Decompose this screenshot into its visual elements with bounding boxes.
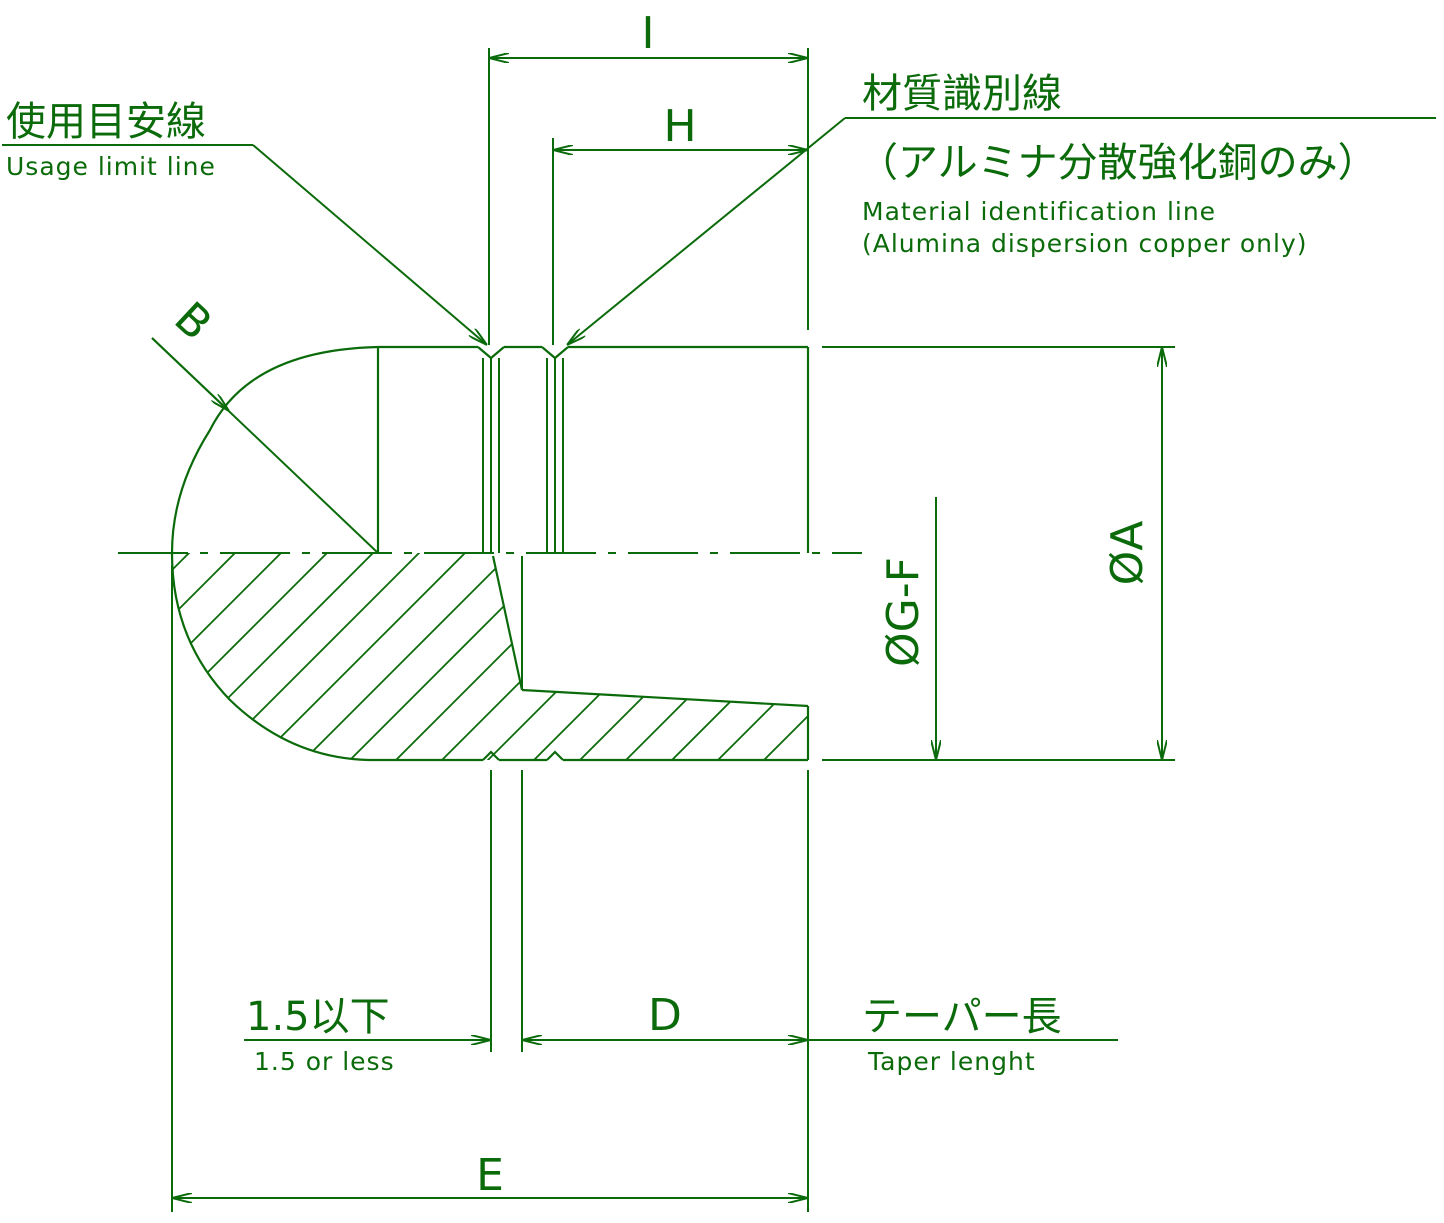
hatch-line [209,553,711,760]
hatch-line [347,553,808,760]
usage-limit-jp: 使用目安線 [6,99,206,145]
hatch-line [393,553,808,760]
hatch-line [171,553,527,760]
tip-outline [170,345,810,762]
label-a: ØA [1102,521,1153,586]
hatch-line [171,553,573,760]
hatch-line [171,553,665,760]
taper-jp: テーパー長 [862,994,1062,1040]
radius-b-dimension [151,337,379,554]
hatch-line [171,553,481,760]
material-line-jp: 材質識別線 [862,71,1062,117]
label-d: D [648,990,682,1041]
hatch-line [255,553,757,760]
taper-en: Taper lenght [867,1047,1036,1076]
label-e: E [476,1150,504,1201]
material-line-leader [567,117,1436,345]
hatch-line [761,553,808,760]
hatch-line [531,553,808,760]
label-b: B [164,292,221,350]
hatch-line [171,553,297,760]
hatch-line [577,553,808,760]
label-g-f: ØG-F [878,557,929,667]
hatch-line [439,553,808,760]
hatch-line [171,553,251,760]
limit-jp: 1.5以下 [246,994,390,1040]
label-h: H [663,101,696,152]
usage-limit-leader [2,144,487,345]
material-line-en-sub: (Alumina dispersion copper only) [862,229,1308,258]
limit-en: 1.5 or less [254,1047,395,1076]
material-line-en: Material identification line [862,197,1216,226]
hatch-line [715,553,808,760]
hatch-line [171,553,619,760]
hatch-line [623,553,808,760]
label-i: I [642,8,655,59]
usage-limit-en: Usage limit line [6,152,216,181]
section-hatching [171,553,808,760]
material-line-jp-sub: （アルミナ分散強化銅のみ） [858,140,1378,186]
